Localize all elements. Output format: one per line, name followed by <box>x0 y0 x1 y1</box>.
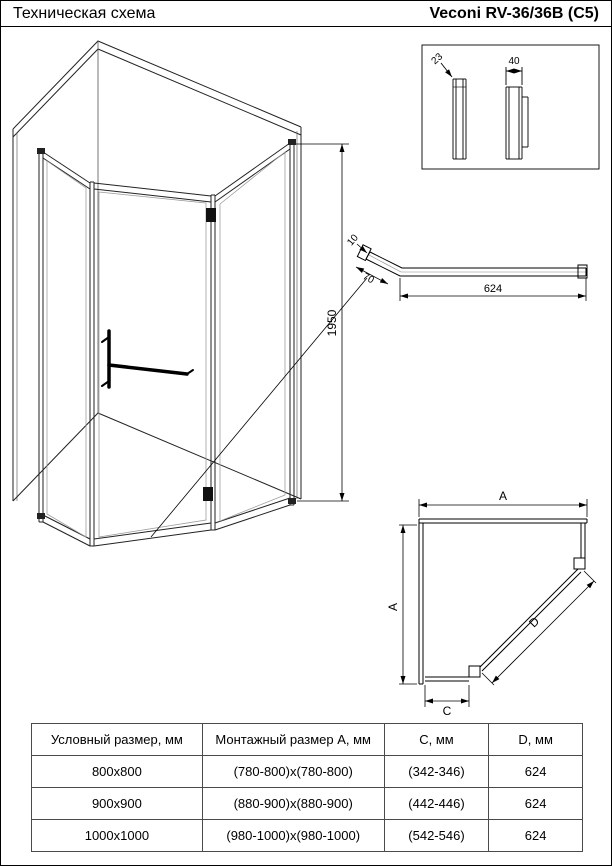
glass-frame-posts <box>38 141 295 547</box>
header-c-mm: С, мм <box>383 723 490 756</box>
size-table: Условный размер, мм Монтажный размер А, … <box>31 723 583 852</box>
dim-a-left-label: A <box>386 603 400 611</box>
header-nominal-size: Условный размер, мм <box>31 723 203 756</box>
plan-post-top <box>573 557 586 570</box>
detail-leader-line <box>150 277 368 538</box>
table-cell: 900x900 <box>31 787 203 820</box>
profile-section-large <box>505 86 529 160</box>
plan-glass-right <box>580 523 586 558</box>
dim-d: D <box>481 570 597 686</box>
table-cell: (780-800)x(780-800) <box>201 755 385 788</box>
plan-glass-bottom <box>425 676 469 682</box>
table-cell: (442-446) <box>383 787 490 820</box>
dim-40: 40 <box>505 56 523 85</box>
dim-d-label: D <box>526 614 542 630</box>
table-row: 1000x1000 (980-1000)x(980-1000) (542-546… <box>31 819 583 852</box>
header-mounting-size: Монтажный размер А, мм <box>201 723 385 756</box>
header-d-mm: D, мм <box>488 723 583 756</box>
door-hinge-bottom <box>203 487 213 501</box>
table-row: 800x800 (780-800)x(780-800) (342-346) 62… <box>31 755 583 788</box>
mount-brackets <box>37 139 296 519</box>
dim-10: 10 <box>345 232 368 254</box>
dim-a-left: A <box>386 524 417 685</box>
dim-23: 23 <box>430 51 453 78</box>
dim-a-top-label: A <box>499 489 507 503</box>
main-isometric-drawing <box>12 40 302 547</box>
table-cell: (542-546) <box>383 819 490 852</box>
height-dimension: 1950 <box>296 143 349 502</box>
product-model: Veconi RV-36/36B (C5) <box>429 4 599 22</box>
page-title: Техническая схема <box>13 4 156 22</box>
dim-70: 70 <box>355 266 389 286</box>
dim-23-label: 23 <box>430 51 446 67</box>
dim-c-label: C <box>443 704 452 718</box>
dim-c: C <box>424 685 470 718</box>
glass-right-panel <box>219 151 286 522</box>
table-cell: 624 <box>488 787 583 820</box>
dim-624: 624 <box>399 278 587 301</box>
dim-a-top: A <box>418 489 588 517</box>
table-cell: 624 <box>488 755 583 788</box>
profile-section-small <box>452 78 467 160</box>
bottom-rail-detail: 624 70 10 <box>345 232 588 301</box>
glass-left-panel <box>46 160 87 538</box>
door-hinge-top <box>206 208 216 222</box>
door-hinges <box>203 208 216 501</box>
plan-post-bottom <box>468 665 481 678</box>
table-cell: 800x800 <box>31 755 203 788</box>
profile-detail-box: 23 40 <box>421 44 600 170</box>
door-handle <box>101 329 194 389</box>
dim-624-label: 624 <box>484 283 502 295</box>
glass-panels <box>46 151 286 538</box>
table-cell: (880-900)x(880-900) <box>201 787 385 820</box>
glass-door-panel <box>98 191 207 538</box>
plan-wall-left <box>418 519 424 685</box>
dim-70-label: 70 <box>361 271 376 286</box>
table-cell: 624 <box>488 819 583 852</box>
plan-view: A A C D <box>386 489 597 718</box>
size-table-container: Условный размер, мм Монтажный размер А, … <box>31 723 583 852</box>
table-cell: 1000x1000 <box>31 819 203 852</box>
table-cell: (342-346) <box>383 755 490 788</box>
table-row: 900x900 (880-900)x(880-900) (442-446) 62… <box>31 787 583 820</box>
walls <box>12 40 302 502</box>
dim-40-label: 40 <box>508 56 520 67</box>
plan-wall-top <box>419 518 588 524</box>
table-cell: (980-1000)x(980-1000) <box>201 819 385 852</box>
table-header-row: Условный размер, мм Монтажный размер А, … <box>31 723 583 756</box>
glass-frame-rails <box>42 142 291 547</box>
page-header: Техническая схема Veconi RV-36/36B (C5) <box>1 1 611 27</box>
height-dimension-label: 1950 <box>325 309 339 336</box>
